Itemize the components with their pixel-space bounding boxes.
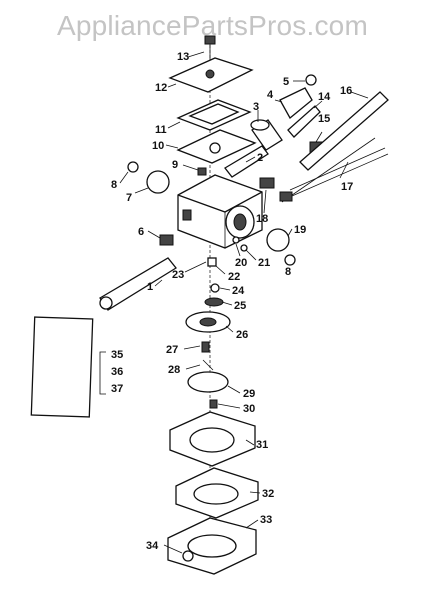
callout-21: 21 xyxy=(258,257,270,269)
callout-5: 5 xyxy=(283,76,289,88)
callout-16: 16 xyxy=(340,85,352,97)
callout-37: 37 xyxy=(111,383,123,395)
callout-25: 25 xyxy=(234,300,246,312)
part-30-screw xyxy=(209,399,218,409)
callout-14: 14 xyxy=(318,91,331,103)
part-9-needle xyxy=(197,167,207,176)
callout-8-left: 8 xyxy=(111,179,117,191)
callout-4: 4 xyxy=(267,89,274,101)
part-5-screw xyxy=(305,74,317,86)
callout-19: 19 xyxy=(294,224,306,236)
callout-12: 12 xyxy=(155,82,167,94)
part-25 xyxy=(204,297,224,307)
callout-32: 32 xyxy=(262,488,274,500)
part-19-disc xyxy=(266,228,290,252)
part-31-gasket xyxy=(169,411,256,467)
callout-3: 3 xyxy=(253,101,259,113)
callout-34: 34 xyxy=(146,540,159,552)
callout-28: 28 xyxy=(168,364,180,376)
part-6-spring xyxy=(159,234,174,246)
callout-35: 35 xyxy=(111,349,123,361)
callout-18: 18 xyxy=(256,213,268,225)
callout-23: 23 xyxy=(172,269,184,281)
leader-lines xyxy=(119,51,369,554)
part-8-screw-right xyxy=(284,254,296,266)
part-7-disc xyxy=(146,170,170,194)
callout-30: 30 xyxy=(243,403,255,415)
part-13-screw xyxy=(204,35,216,60)
part-33-cover xyxy=(167,517,257,575)
callout-7: 7 xyxy=(126,192,132,204)
callout-36: 36 xyxy=(111,366,123,378)
callout-11: 11 xyxy=(155,124,167,136)
part-4-lever xyxy=(279,87,313,119)
part-16-cable xyxy=(299,91,389,171)
callout-26: 26 xyxy=(236,329,248,341)
callout-2: 2 xyxy=(257,152,263,164)
callout-17: 17 xyxy=(341,181,353,193)
callout-29: 29 xyxy=(243,388,255,400)
parts-kit-sheet xyxy=(30,316,94,418)
part-20 xyxy=(232,236,240,244)
callout-6: 6 xyxy=(138,226,144,238)
callout-22: 22 xyxy=(228,271,240,283)
part-22 xyxy=(207,257,217,267)
callout-15: 15 xyxy=(318,113,330,125)
callout-24: 24 xyxy=(232,285,245,297)
callout-13: 13 xyxy=(177,51,189,63)
callout-10: 10 xyxy=(152,140,164,152)
callout-31: 31 xyxy=(256,439,268,451)
part-8-screw-left xyxy=(127,161,139,173)
part-21 xyxy=(240,244,248,252)
part-27 xyxy=(201,341,210,353)
callout-1: 1 xyxy=(147,281,153,293)
part-32-diaphragm xyxy=(175,467,259,519)
part-24 xyxy=(210,283,220,293)
part-3-cylinder xyxy=(250,119,283,151)
callout-33: 33 xyxy=(260,514,272,526)
callout-8-right: 8 xyxy=(285,266,291,278)
callout-20: 20 xyxy=(235,257,247,269)
part-29-plate xyxy=(187,371,229,393)
part-28 xyxy=(202,359,214,371)
part-18-spring xyxy=(259,177,275,189)
part-14-rod xyxy=(287,105,321,138)
callout-27: 27 xyxy=(166,344,178,356)
part-17-cables xyxy=(281,137,389,203)
part-34-screw xyxy=(182,550,194,562)
callout-9: 9 xyxy=(172,159,178,171)
part-1-arm xyxy=(99,257,177,311)
carburetor-body xyxy=(177,174,263,249)
